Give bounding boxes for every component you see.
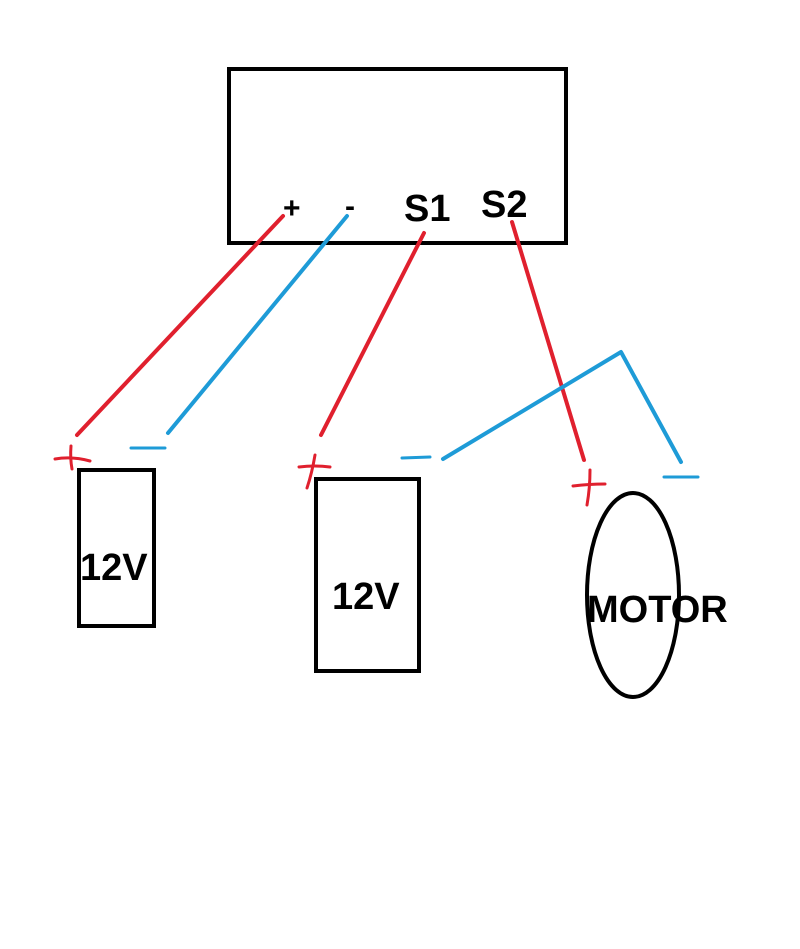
plus-mark-battery-2 <box>297 453 332 490</box>
wire-plus-to-battery-1 <box>75 214 285 437</box>
battery-1-box <box>77 468 156 628</box>
wire-s1-to-battery-2 <box>319 231 426 437</box>
terminal-s2-label: S2 <box>481 184 527 226</box>
controller-box <box>227 67 568 245</box>
minus-mark-battery-2 <box>400 455 432 460</box>
battery-2-label: 12V <box>332 576 400 618</box>
wire-s2-to-motor <box>510 220 586 462</box>
terminal-plus-label: + <box>283 192 301 225</box>
battery-1-label: 12V <box>80 547 148 589</box>
terminal-s1-label: S1 <box>404 188 450 230</box>
plus-mark-battery-1 <box>53 444 92 471</box>
motor-ellipse <box>585 491 681 699</box>
wire-minus-to-battery-1 <box>166 214 349 435</box>
battery-2-box <box>314 477 421 673</box>
plus-mark-motor <box>571 468 607 507</box>
terminal-minus-label: - <box>345 190 355 223</box>
motor-label: MOTOR <box>587 589 728 631</box>
wire-battery-2-to-motor-negative <box>441 350 683 464</box>
